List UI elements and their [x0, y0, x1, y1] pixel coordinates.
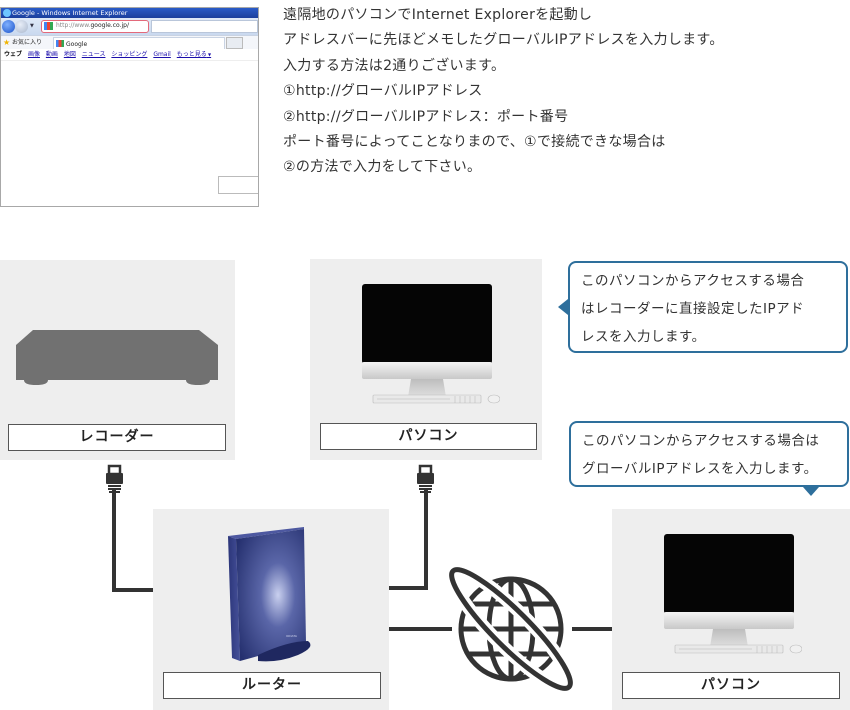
link-video: 動画 [45, 51, 58, 58]
browser-nav-bar: ▼ http://www.google.co.jp/ [1, 18, 258, 35]
history-dropdown-icon: ▼ [30, 23, 34, 29]
callout-line: グローバルIPアドレスを入力します。 [582, 461, 818, 477]
remote-pc-panel: パソコン [612, 509, 850, 710]
browser-window-title: Google - Windows Internet Explorer [12, 9, 128, 17]
recorder-label: レコーダー [8, 424, 226, 451]
address-bar-highlighted: http://www.google.co.jp/ [41, 20, 149, 33]
browser-tab-google: Google [53, 37, 225, 49]
lan-cable-recorder [106, 464, 153, 592]
link-more: もっと見る [177, 51, 211, 58]
address-prefix: http://www. [56, 22, 91, 29]
instruction-line-method-1: ①http://グローバルIPアドレス [283, 83, 483, 100]
instruction-line: ポート番号によってことなりまので、①で接続できな場合は [283, 134, 666, 151]
ethernet-plug-icon [106, 464, 123, 493]
callout-line: はレコーダーに直接設定したIPアド [581, 301, 805, 317]
local-access-callout: このパソコンからアクセスする場合 はレコーダーに直接設定したIPアド レスを入力… [558, 261, 848, 353]
back-arrow-icon [2, 20, 15, 33]
link-news: ニュース [81, 51, 106, 58]
globe-orbit-ring [445, 563, 577, 695]
google-links-bar: ウェブ 画像 動画 地図 ニュース ショッピング Gmail もっと見る [1, 49, 258, 61]
callout-line: このパソコンからアクセスする場合 [581, 273, 805, 289]
favorites-bar: ★ お気に入り Google [1, 35, 258, 49]
browser-screenshot: Google - Windows Internet Explorer ▼ htt… [0, 7, 259, 207]
link-web: ウェブ [4, 51, 23, 58]
instruction-line-method-2: ②http://グローバルIPアドレス：ポート番号 [283, 108, 569, 125]
favorites-label: お気に入り [12, 39, 43, 46]
favorites-star-icon: ★ [3, 38, 11, 47]
desktop-computer-icon [362, 284, 500, 404]
lan-cable-local-pc [389, 464, 434, 590]
ie-logo-icon [3, 9, 11, 17]
google-favicon-icon [44, 22, 53, 30]
desktop-computer-icon [664, 534, 802, 654]
search-box-fragment [218, 176, 258, 194]
link-gmail: Gmail [153, 51, 171, 58]
address-domain: google.co.jp/ [90, 22, 129, 29]
instruction-line: ②の方法で入力をして下さい。 [283, 159, 482, 176]
new-tab-button [226, 37, 243, 49]
browser-title-bar: Google - Windows Internet Explorer [1, 8, 258, 18]
address-bar-rest [151, 20, 258, 33]
callout-line: このパソコンからアクセスする場合は [582, 433, 820, 449]
instruction-line: アドレスバーに先ほどメモしたグローバルIPアドレスを入力します。 [283, 32, 724, 49]
local-pc-panel: パソコン [310, 259, 542, 460]
recorder-icon [16, 330, 218, 385]
forward-arrow-icon [15, 20, 28, 33]
link-shopping: ショッピング [111, 51, 148, 58]
local-pc-label: パソコン [320, 423, 537, 450]
callout-line: レスを入力します。 [581, 329, 706, 345]
router-icon: IODATA [228, 527, 311, 662]
instruction-line: 入力する方法は2通りございます。 [283, 57, 506, 74]
instruction-text: 遠隔地のパソコンでInternet Explorerを起動し アドレスバーに先ほ… [283, 3, 724, 181]
internet-globe-icon [458, 576, 564, 682]
router-panel: IODATA ルーター [153, 509, 389, 710]
remote-pc-label: パソコン [622, 672, 840, 699]
instruction-line: 遠隔地のパソコンでInternet Explorerを起動し [283, 7, 593, 23]
svg-text:IODATA: IODATA [286, 634, 298, 638]
recorder-panel: レコーダー [0, 260, 235, 460]
link-images: 画像 [27, 51, 40, 58]
remote-access-callout: このパソコンからアクセスする場合は グローバルIPアドレスを入力します。 [569, 421, 849, 496]
router-label: ルーター [163, 672, 381, 699]
link-maps: 地図 [63, 51, 76, 58]
ethernet-plug-icon [417, 464, 434, 493]
